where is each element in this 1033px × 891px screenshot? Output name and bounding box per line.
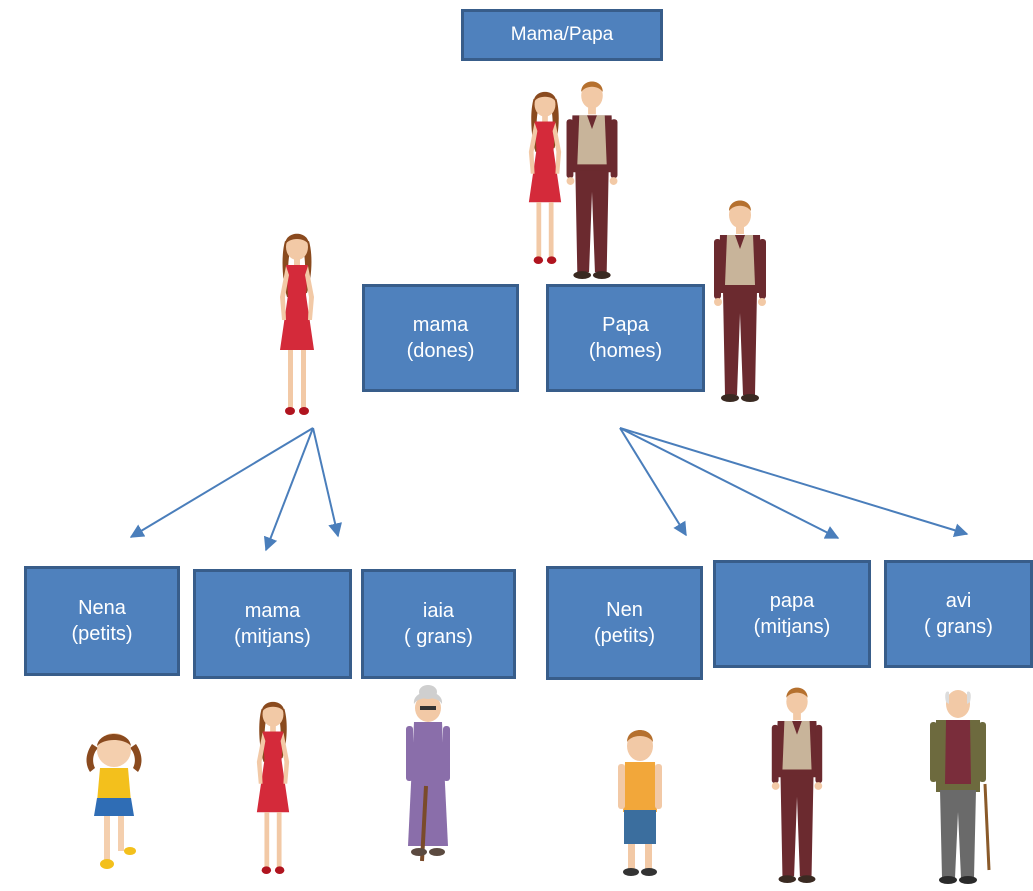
girl-figure <box>86 733 142 869</box>
grandma-figure <box>406 685 450 862</box>
arrow-to-iaia <box>312 427 342 538</box>
avi-grans-line1: avi <box>945 590 972 612</box>
nen-petits-box: Nen (petits) <box>546 566 703 680</box>
papa-homes-box: Papa (homes) <box>546 284 705 392</box>
papa-homes-line1: Papa <box>602 314 649 336</box>
nena-petits-box: Nena (petits) <box>24 566 180 676</box>
arrow-to-mama-mitjans <box>263 427 314 552</box>
top-man-figure <box>566 81 618 280</box>
papa-mitjans-line2: (mitjans) <box>753 616 831 638</box>
avi-grans-line2: ( grans) <box>924 616 993 638</box>
avi-grans-box: avi ( grans) <box>884 560 1033 668</box>
arrow-to-nena <box>129 427 314 538</box>
title-label: Mama/Papa <box>510 24 614 45</box>
grandpa-figure <box>930 690 991 884</box>
arrow-to-avi <box>619 427 969 538</box>
arrow-to-nen <box>619 427 687 537</box>
nena-petits-line1: Nena <box>78 597 126 619</box>
iaia-grans-line1: iaia <box>422 600 455 622</box>
papa-mitjans-line1: papa <box>769 590 815 612</box>
papa-figure <box>771 687 823 884</box>
top-woman-figure <box>528 91 562 264</box>
mama-dones-line2: (dones) <box>406 340 475 362</box>
iaia-grans-box: iaia ( grans) <box>361 569 516 679</box>
papa-mitjans-box: papa (mitjans) <box>713 560 871 668</box>
title-box: Mama/Papa <box>461 9 663 61</box>
mama-figure <box>256 701 290 874</box>
mama-mitjans-line1: mama <box>244 600 301 622</box>
mama-dones-box: mama (dones) <box>362 284 519 392</box>
mama-mitjans-line2: (mitjans) <box>234 626 311 648</box>
iaia-grans-line2: ( grans) <box>404 626 473 648</box>
middle-woman-figure <box>280 233 314 415</box>
arrow-to-papa-mitjans <box>619 427 840 539</box>
boy-figure <box>618 730 662 876</box>
middle-man-figure <box>714 200 766 402</box>
nena-petits-line2: (petits) <box>71 623 133 645</box>
papa-homes-line2: (homes) <box>588 340 663 362</box>
mama-mitjans-box: mama (mitjans) <box>193 569 352 679</box>
nen-petits-line1: Nen <box>606 599 643 621</box>
mama-dones-line1: mama <box>412 314 469 336</box>
nen-petits-line2: (petits) <box>593 625 656 647</box>
